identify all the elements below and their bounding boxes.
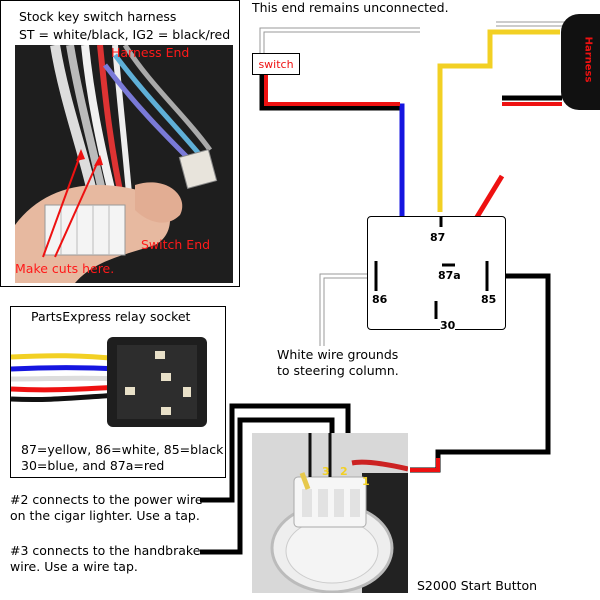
pin-87-label: 87	[430, 231, 446, 244]
harness-label: Harness	[582, 36, 594, 83]
switch-label: switch	[258, 57, 294, 71]
relay-pins	[374, 217, 489, 319]
switch-end-label: Switch End	[141, 237, 211, 252]
harness-photo: Harness End Switch End Make cuts here.	[15, 45, 233, 283]
harness-photo-wires: ST = white/black, IG2 = black/red	[19, 27, 231, 42]
note-2-line1: #2 connects to the power wire	[10, 492, 203, 507]
note-3-line2: wire. Use a wire tap.	[10, 559, 138, 574]
note-3-line1: #3 connects to the handbrake	[10, 543, 201, 558]
relay-box: 87 87a 86 85 30	[367, 216, 506, 332]
start-button-photo: 3 2 1	[252, 433, 408, 593]
make-cuts-label: Make cuts here.	[15, 261, 115, 276]
white-wire-note-1: White wire grounds	[277, 347, 399, 362]
relay-socket-panel: PartsExpress relay socket 87=yellow, 86=…	[10, 306, 226, 478]
button-pin-1: 1	[362, 475, 370, 488]
start-button-art	[252, 433, 408, 593]
harness-photo-art	[15, 45, 233, 283]
white-wire-note-2: to steering column.	[277, 363, 399, 378]
socket-title: PartsExpress relay socket	[31, 309, 191, 324]
white-wire-top	[259, 27, 420, 54]
black-red-wire	[259, 74, 400, 111]
harness-connector: Harness	[561, 14, 600, 110]
socket-photo-art	[11, 337, 207, 427]
button-pin-3: 3	[322, 465, 330, 478]
button-caption: S2000 Start Button	[417, 578, 538, 593]
harness-photo-panel: Stock key switch harness ST = white/blac…	[0, 0, 240, 287]
button-pin-2: 2	[340, 465, 348, 478]
pin-87a-label: 87a	[438, 269, 461, 282]
note-2-line2: on the cigar lighter. Use a tap.	[10, 508, 200, 523]
pin-30-label: 30	[440, 319, 456, 332]
pin-86-label: 86	[372, 293, 388, 306]
yellow-wire	[437, 29, 560, 212]
socket-mapping-2: 30=blue, and 87a=red	[21, 458, 165, 473]
socket-mapping-1: 87=yellow, 86=white, 85=black	[21, 442, 224, 457]
harness-photo-title: Stock key switch harness	[19, 9, 177, 24]
switch-box: switch	[252, 53, 300, 75]
top-note: This end remains unconnected.	[252, 0, 449, 15]
harness-end-label: Harness End	[111, 45, 190, 60]
pin-85-label: 85	[481, 293, 497, 306]
wire-pin-3	[200, 417, 335, 555]
wire-pin-2	[200, 403, 351, 503]
